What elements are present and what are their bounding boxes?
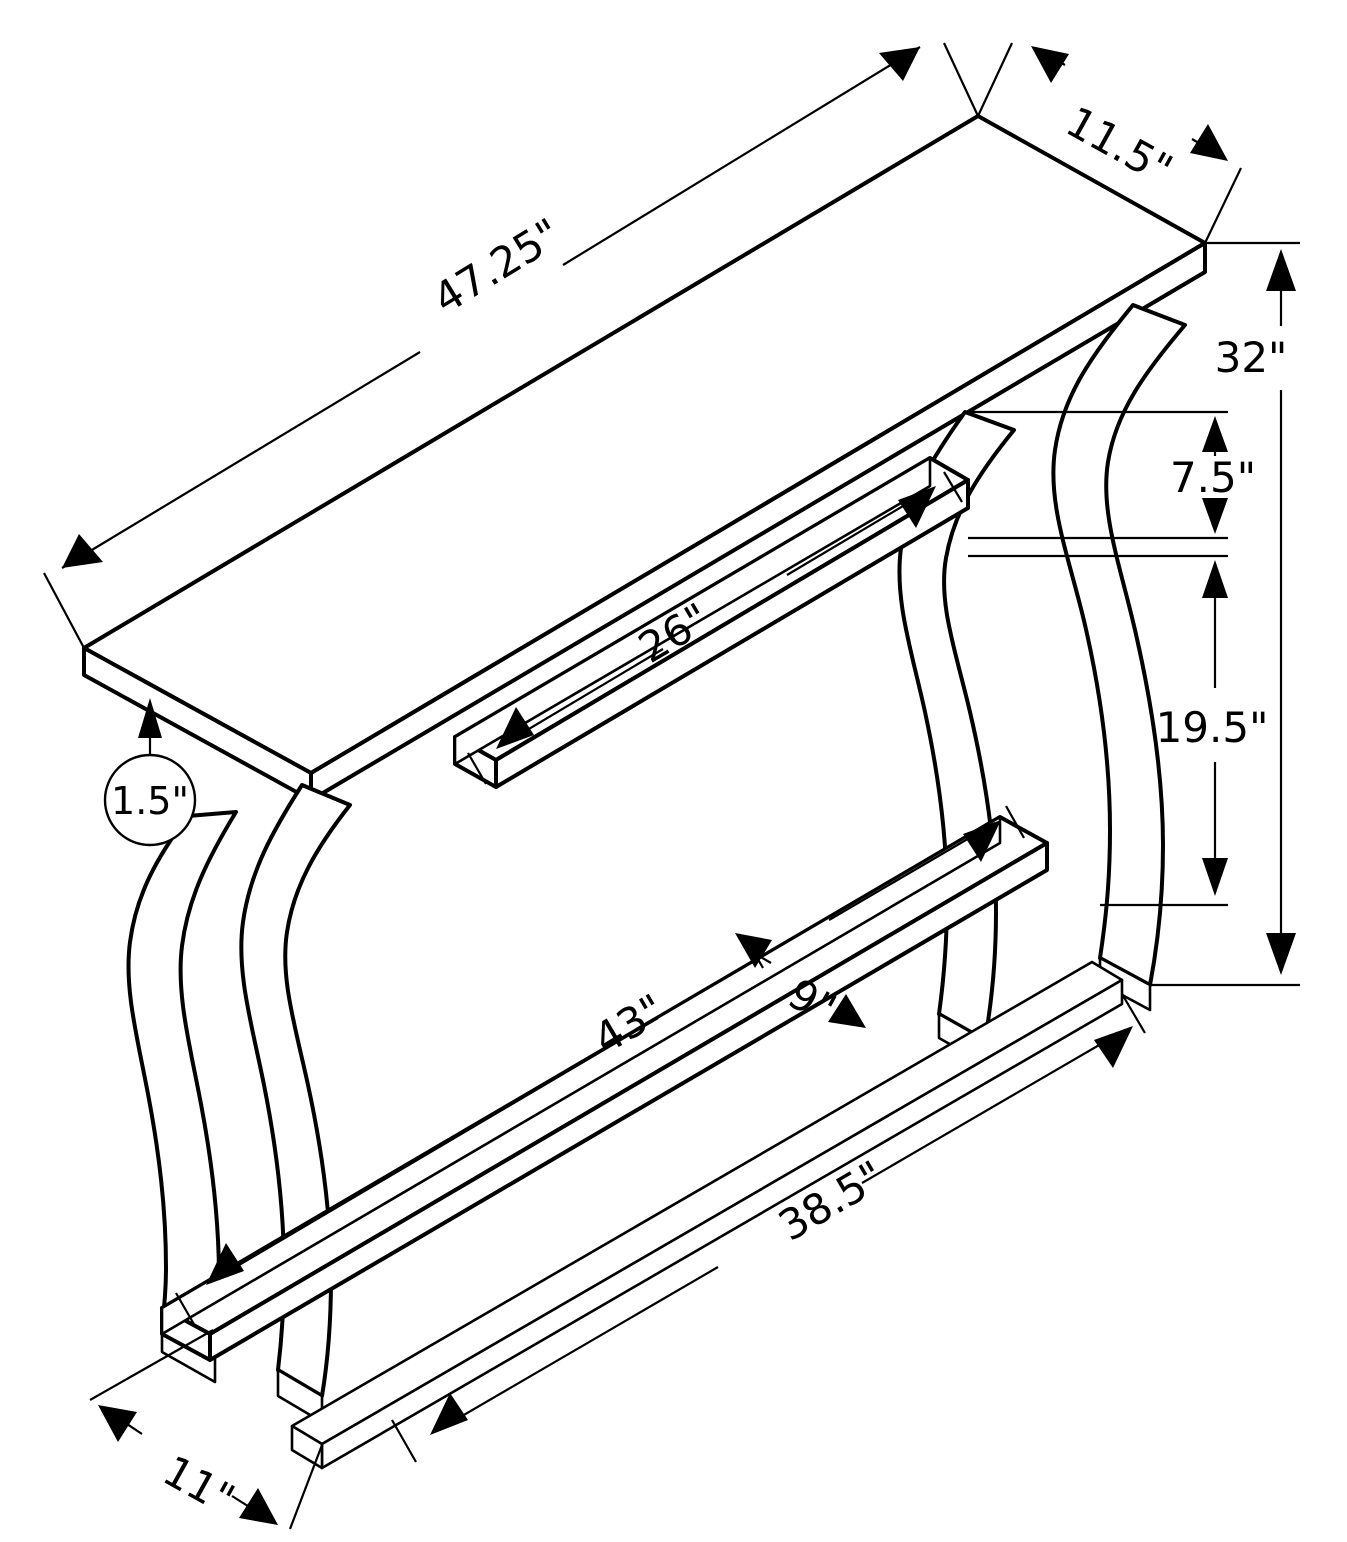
middle-shelf bbox=[453, 456, 970, 789]
dimension-label-top-thickness: 1.5" bbox=[111, 779, 189, 823]
dimension-label-top-length: 47.25" bbox=[425, 209, 570, 324]
dimension-label-top-to-middle-shelf: 7.5" bbox=[1170, 453, 1256, 502]
dimension-label-middle-shelf-to-floor: 19.5" bbox=[1156, 703, 1269, 752]
bottom-shelf-front-edge bbox=[208, 841, 1049, 1362]
bottom-shelf-rear-apron bbox=[160, 815, 1002, 1336]
bottom-shelf bbox=[160, 815, 1124, 1470]
dimension-label-base-depth: 11" bbox=[155, 1446, 242, 1524]
dimension-top-to-middle-shelf: 7.5" bbox=[968, 410, 1256, 540]
dimension-middle-shelf-to-floor: 19.5" bbox=[968, 554, 1269, 907]
dimension-base-rail-length: 38.5" bbox=[391, 993, 1146, 1463]
base-rail-left-edge bbox=[290, 1424, 324, 1470]
middle-shelf-front-edge bbox=[494, 478, 970, 789]
leg-right-rear-body bbox=[1051, 303, 1187, 987]
dimension-label-total-height: 32" bbox=[1215, 333, 1288, 382]
dimension-total-height: 32" bbox=[1150, 241, 1300, 987]
callout-top-thickness: 1.5" bbox=[103, 698, 197, 847]
table-top bbox=[82, 114, 1207, 802]
middle-shelf-rear-apron bbox=[453, 456, 932, 766]
